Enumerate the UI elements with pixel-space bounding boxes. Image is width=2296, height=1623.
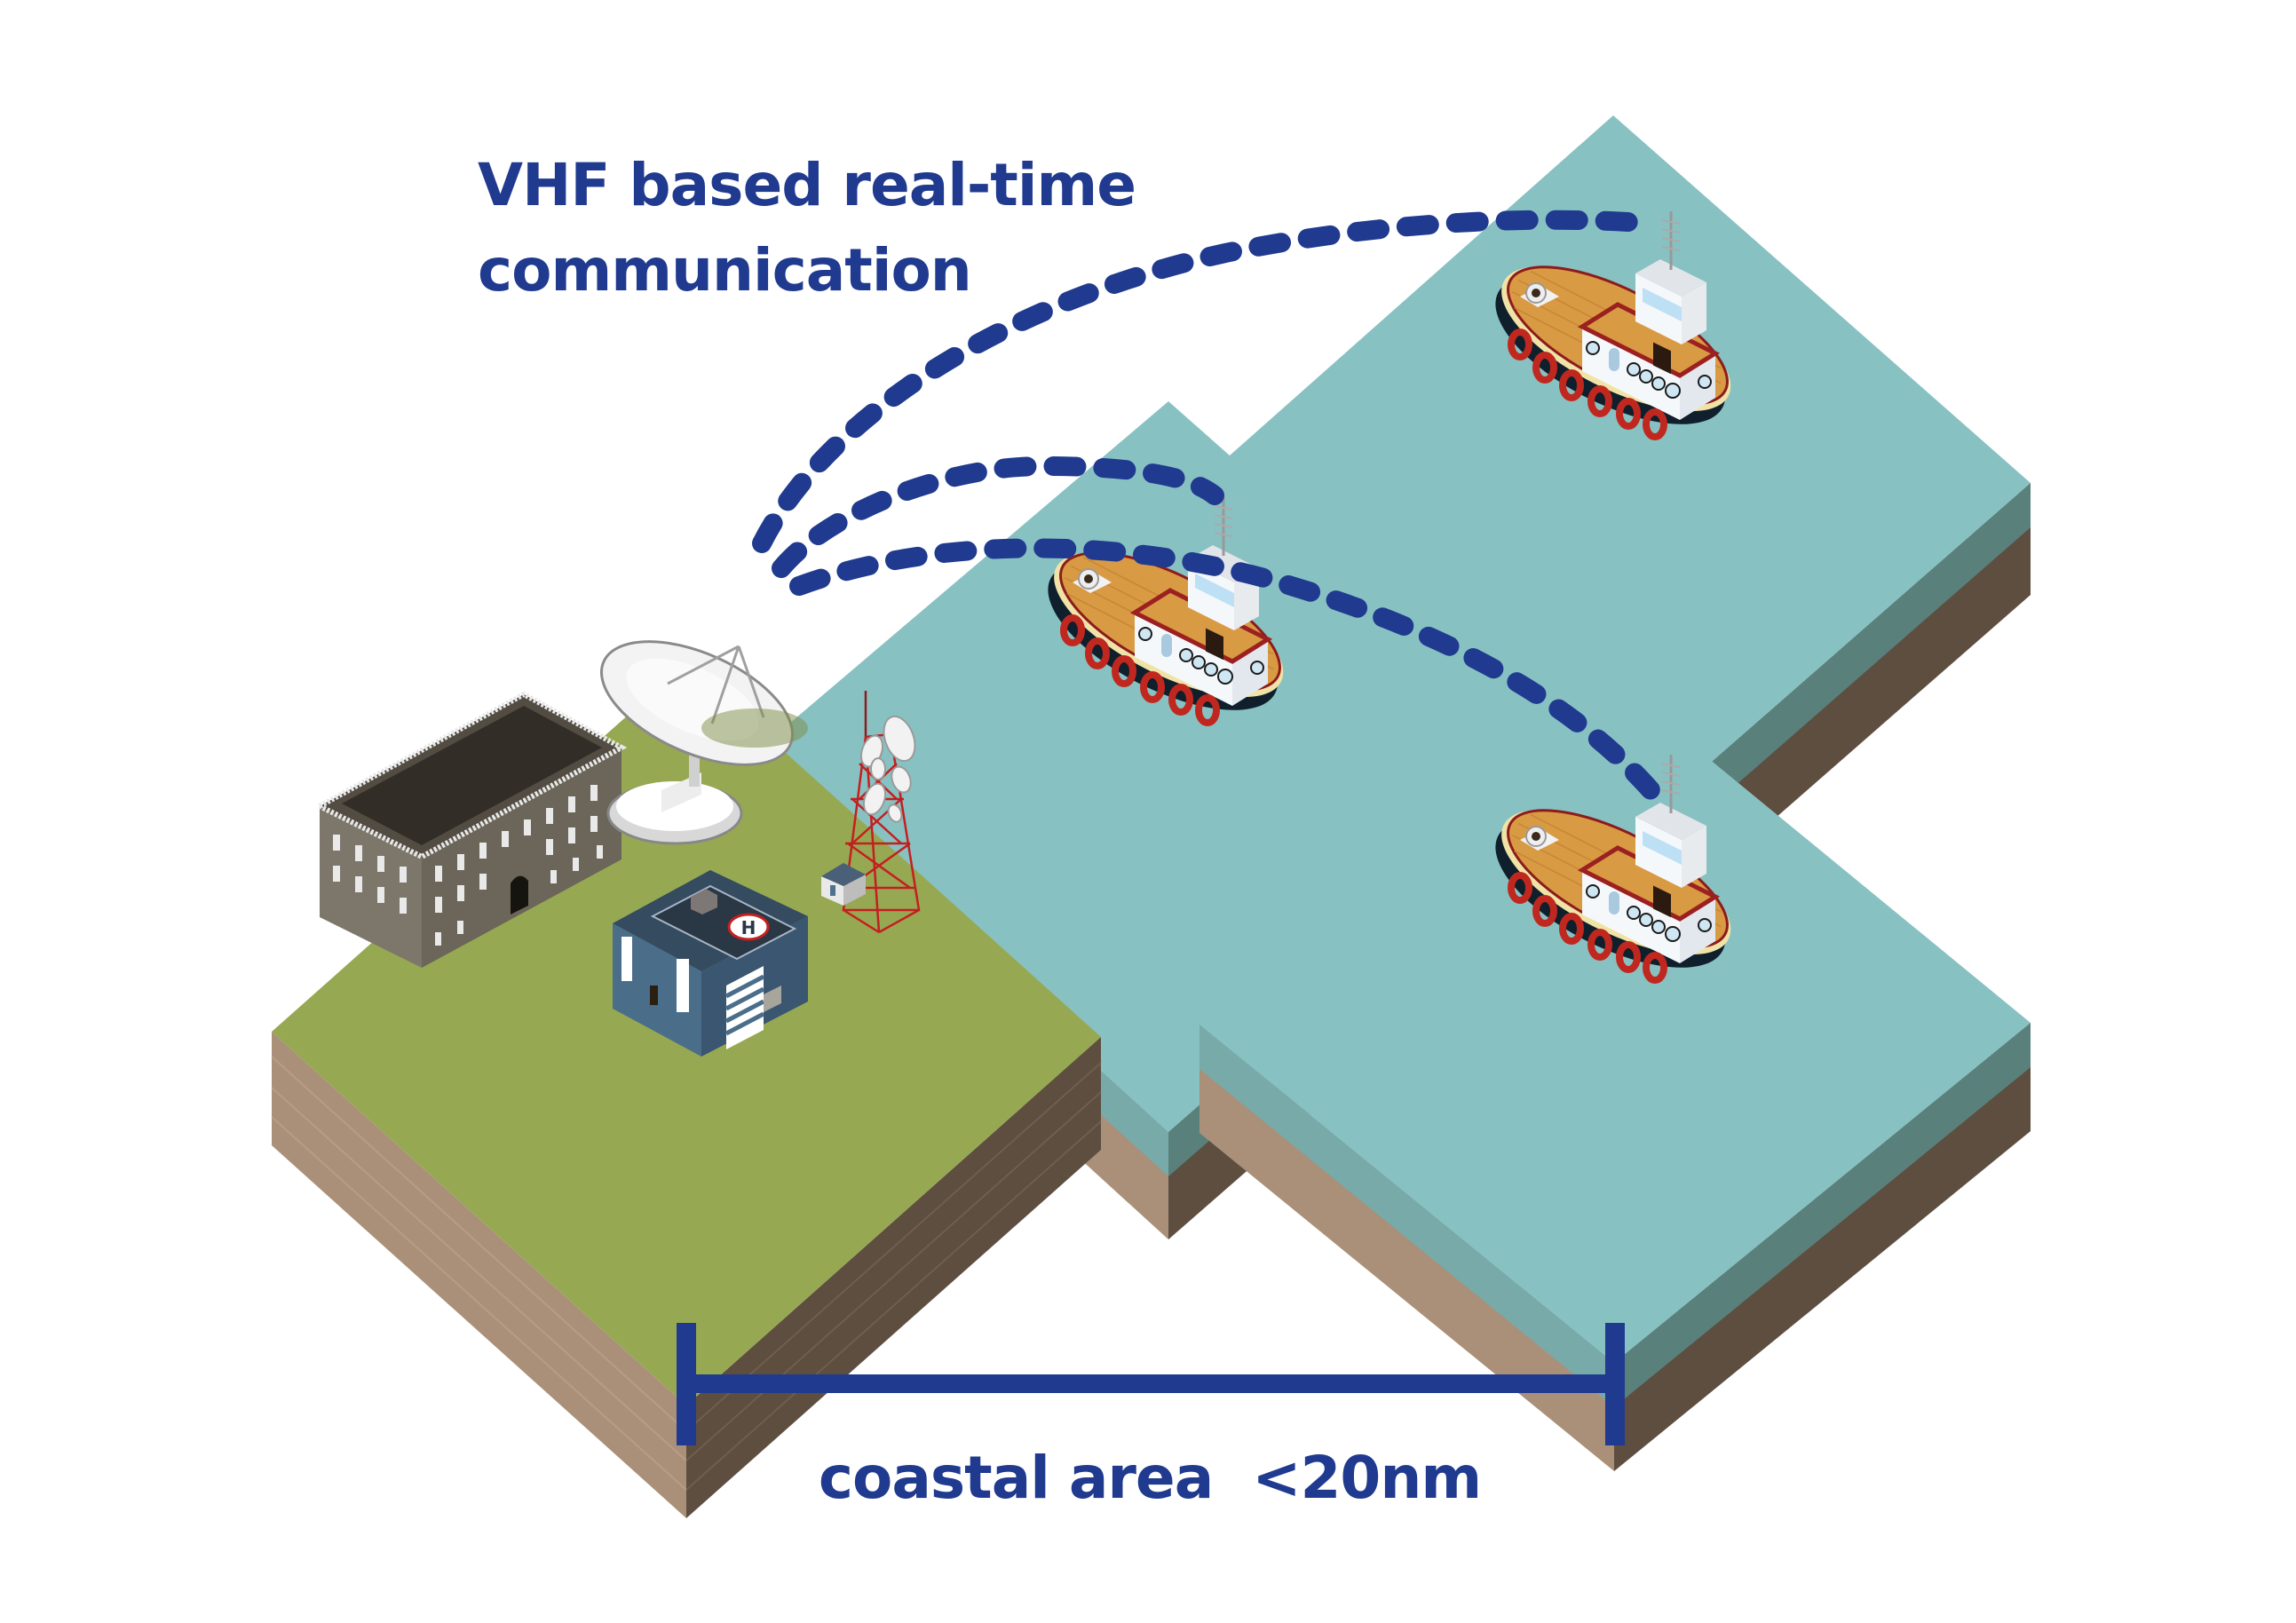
hospital-building: H xyxy=(613,870,808,1057)
vhf-link-middle-ship xyxy=(772,455,1224,578)
tower-dishes xyxy=(859,715,916,823)
diagram-title-line-1: VHF based real-time xyxy=(478,151,1136,219)
soil-strata xyxy=(271,1056,687,1491)
water-surface xyxy=(1199,681,2031,1363)
vhf-links xyxy=(752,210,1672,813)
water-tile-bottom-right xyxy=(1199,681,2031,1471)
land-tile: H xyxy=(271,640,1102,1518)
scale-bar-right-tick xyxy=(1605,1323,1625,1445)
scale-bar-label: coastal area <20nm xyxy=(819,1444,1481,1512)
scale-bar-line xyxy=(696,1374,1605,1393)
scale-bar-left-tick xyxy=(677,1323,696,1445)
vhf-link-top-right-ship xyxy=(752,210,1663,553)
water-right-face xyxy=(1614,1023,2031,1407)
heliport-h-icon: H xyxy=(741,917,756,938)
utility-shed xyxy=(821,863,866,906)
prison-building xyxy=(318,691,628,968)
vhf-link-bottom-right-ship xyxy=(789,538,1672,813)
scale-bar xyxy=(677,1323,1625,1445)
satellite-dish xyxy=(600,640,808,845)
diagram-title-line-2: communication xyxy=(478,236,971,305)
water-left-face xyxy=(1199,1025,1614,1407)
